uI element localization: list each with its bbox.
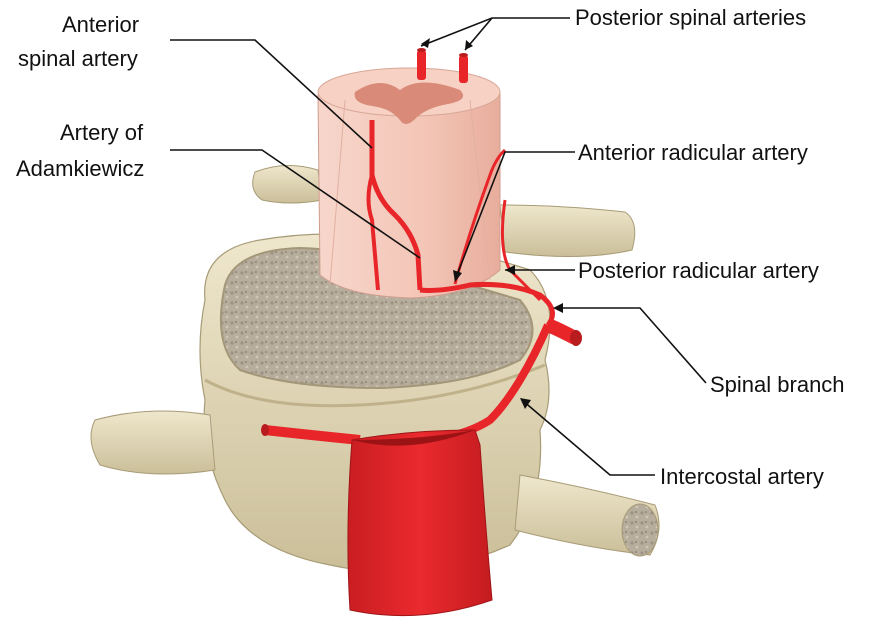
- label-anterior-spinal-artery-line2: spinal artery: [18, 46, 138, 71]
- label-artery-of-adamkiewicz-line1: Artery of: [60, 120, 144, 145]
- label-anterior-radicular-artery: Anterior radicular artery: [578, 140, 808, 165]
- spinal-cord: [318, 68, 500, 298]
- transverse-process-right: [515, 475, 659, 556]
- label-spinal-branch: Spinal branch: [710, 372, 845, 397]
- label-intercostal-artery: Intercostal artery: [660, 464, 824, 489]
- arrowhead-posterior-spinal-left: [421, 38, 430, 48]
- transverse-process-left: [91, 411, 215, 474]
- label-posterior-radicular-artery: Posterior radicular artery: [578, 258, 819, 283]
- leader-posterior-spinal-arteries: [421, 18, 570, 46]
- transverse-process-upper-right: [500, 205, 635, 257]
- label-posterior-spinal-arteries: Posterior spinal arteries: [575, 5, 806, 30]
- label-anterior-spinal-artery-line1: Anterior: [62, 12, 139, 37]
- label-artery-of-adamkiewicz-line2: Adamkiewicz: [16, 156, 144, 181]
